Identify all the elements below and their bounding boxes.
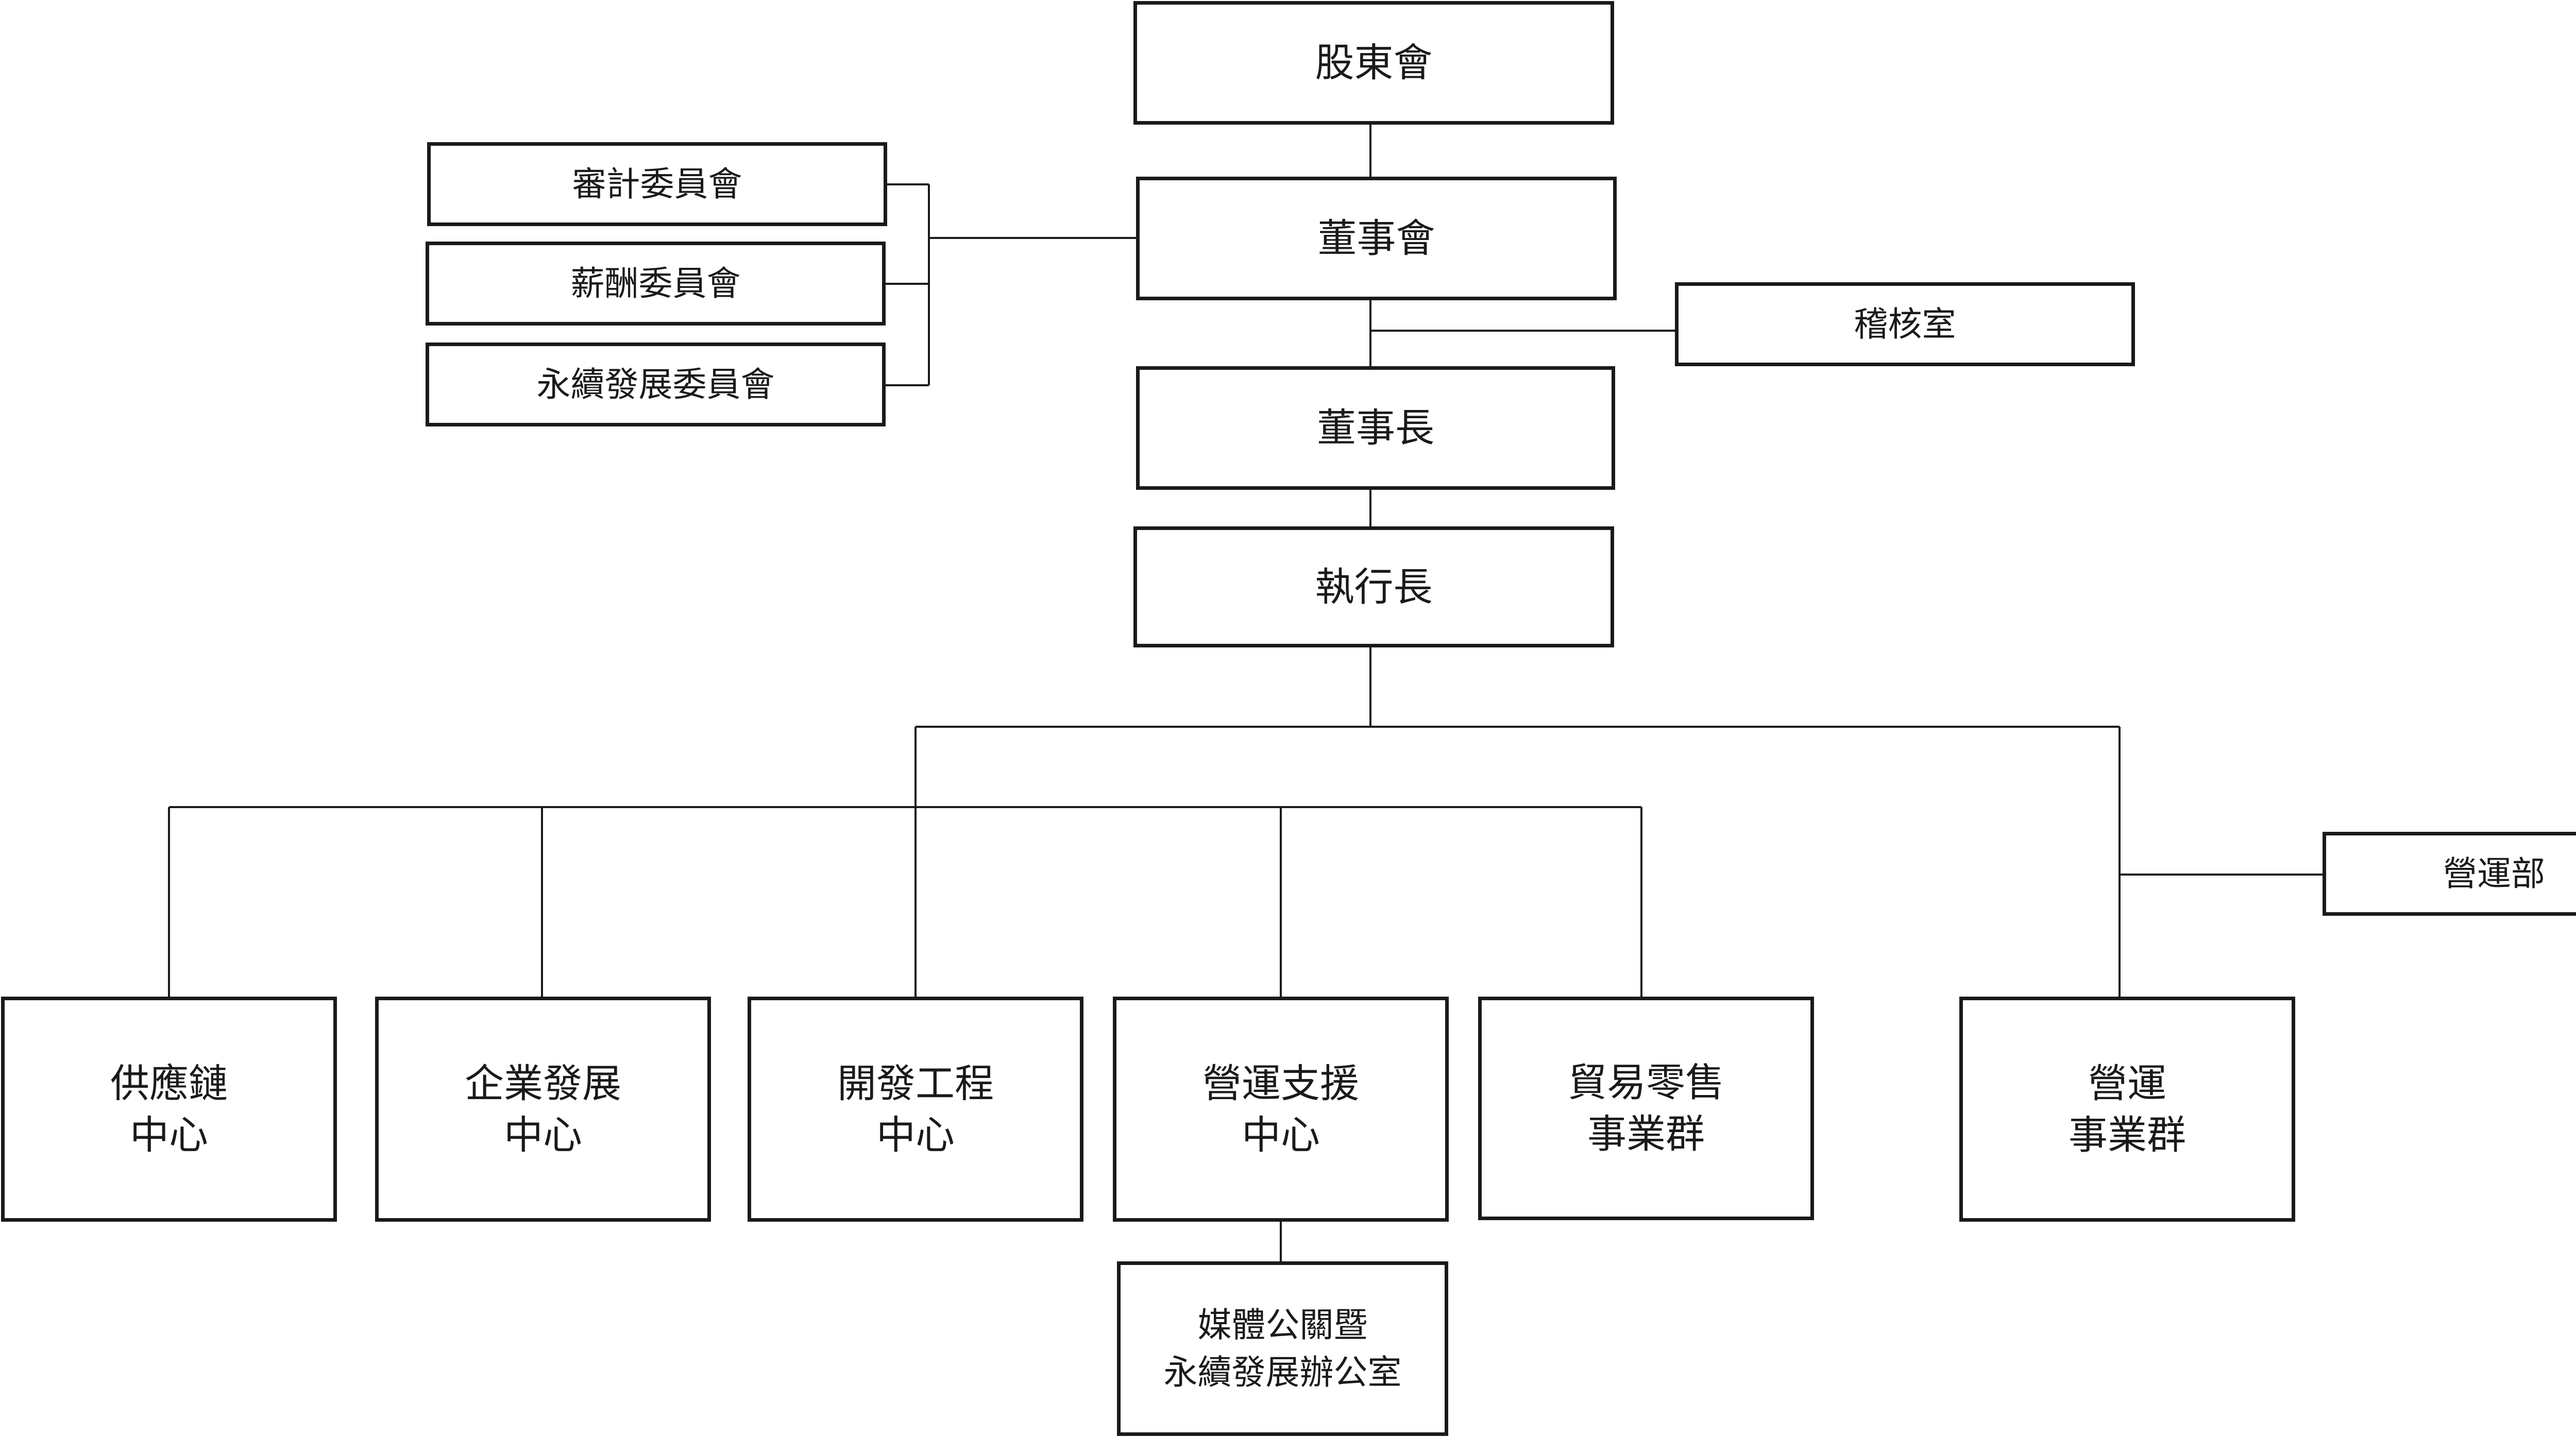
node-label: 董事會 (1317, 215, 1435, 261)
node-sustainability-committee: 永續發展委員會 (426, 343, 886, 426)
node-operations-dept: 營運部 (2323, 832, 2576, 916)
node-label-line-2: 事業群 (2069, 1111, 2186, 1158)
node-label-line-2: 中心 (504, 1111, 582, 1158)
node-label-line-1: 媒體公關暨 (1197, 1305, 1368, 1345)
node-audit-office: 稽核室 (1675, 282, 2135, 366)
node-label-line-1: 貿易零售 (1568, 1059, 1724, 1105)
node-remuneration-committee: 薪酬委員會 (426, 242, 886, 326)
node-label: 稽核室 (1854, 304, 1956, 344)
node-label-line-1: 供應鏈 (110, 1060, 228, 1106)
node-operations-support-center: 營運支援 中心 (1113, 997, 1449, 1222)
node-label-line-1: 開發工程 (837, 1060, 994, 1106)
node-supply-chain-center: 供應鏈 中心 (1, 997, 337, 1222)
node-chairman: 董事長 (1136, 366, 1615, 490)
node-label-line-2: 中心 (1242, 1111, 1320, 1158)
node-label: 董事長 (1317, 405, 1434, 451)
node-label: 股東會 (1315, 40, 1433, 85)
node-label-line-1: 營運支援 (1202, 1060, 1359, 1106)
node-trade-retail-group: 貿易零售 事業群 (1478, 997, 1814, 1220)
node-label-line-2: 事業群 (1587, 1111, 1705, 1157)
node-label: 審計委員會 (572, 164, 742, 204)
node-label-line-2: 中心 (876, 1111, 955, 1158)
node-shareholders: 股東會 (1133, 1, 1614, 125)
node-label-line-1: 企業發展 (465, 1060, 621, 1106)
node-label: 執行長 (1315, 563, 1433, 610)
node-corporate-development-center: 企業發展 中心 (375, 997, 711, 1222)
node-operations-group: 營運 事業群 (1959, 997, 2295, 1222)
node-label: 營運部 (2443, 853, 2545, 894)
node-label-line-2: 永續發展辦公室 (1163, 1352, 1402, 1392)
node-media-pr-sustainability-office: 媒體公關暨 永續發展辦公室 (1117, 1261, 1448, 1436)
node-audit-committee: 審計委員會 (427, 142, 887, 226)
node-engineering-center: 開發工程 中心 (748, 997, 1083, 1222)
node-ceo: 執行長 (1133, 526, 1614, 647)
node-label: 永續發展委員會 (536, 364, 775, 404)
node-label: 薪酬委員會 (570, 263, 741, 303)
node-board: 董事會 (1136, 177, 1617, 300)
node-label-line-1: 營運 (2088, 1060, 2166, 1106)
node-label-line-2: 中心 (130, 1111, 208, 1158)
